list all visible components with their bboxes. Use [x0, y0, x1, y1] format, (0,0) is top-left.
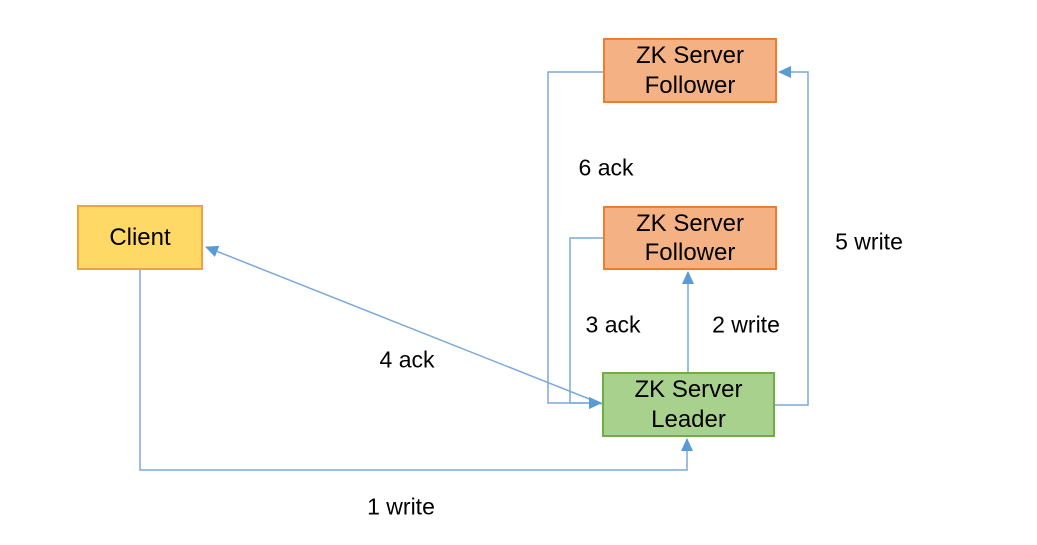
node-client-label: Client: [109, 223, 171, 251]
node-leader-label-line2: Leader: [651, 405, 726, 433]
edge-label-5-write: 5 write: [835, 228, 903, 255]
node-zk-server-follower-middle: ZK Server Follower: [603, 206, 777, 270]
edge-label-6-ack: 6 ack: [578, 154, 634, 181]
edge-6-ack-arrow: [547, 71, 603, 409]
edge-label-3-ack: 3 ack: [585, 311, 641, 338]
node-follower-middle-label-line1: ZK Server: [635, 209, 745, 237]
node-zk-server-follower-top: ZK Server Follower: [603, 38, 777, 103]
node-follower-middle-label-line2: Follower: [644, 239, 736, 266]
edge-5-write-arrow: [775, 66, 809, 406]
node-zk-server-leader: ZK Server Leader: [602, 372, 775, 437]
node-client: Client: [77, 205, 203, 270]
edge-1-write-arrow: [139, 270, 693, 471]
edge-label-2-write: 2 write: [712, 311, 780, 338]
edge-4-ack-arrow: [205, 245, 603, 405]
node-follower-top-label-line1: ZK Server: [635, 42, 745, 70]
edge-label-4-ack: 4 ack: [379, 346, 435, 373]
node-follower-top-label-line2: Follower: [644, 71, 736, 99]
edge-label-1-write: 1 write: [367, 493, 435, 520]
node-leader-label-line1: ZK Server: [634, 376, 743, 404]
